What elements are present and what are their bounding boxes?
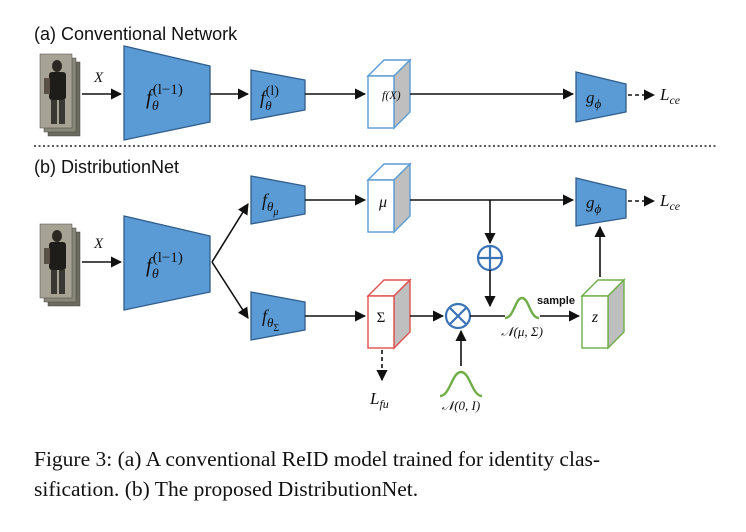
- multiply-operator: [444, 302, 472, 330]
- feature-label-a: f(X): [382, 88, 401, 102]
- sample-label: sample: [537, 295, 575, 307]
- layer-block-a: [250, 69, 306, 121]
- input-label-a: X: [93, 70, 104, 86]
- noise-dist-label: 𝒩(0, I): [442, 398, 480, 413]
- panel-b-title: (b) DistributionNet: [34, 157, 179, 177]
- mu-cube: [366, 162, 412, 234]
- sampled-dist-label: 𝒩(μ, Σ): [501, 324, 543, 339]
- sigma-head-block: [250, 291, 306, 341]
- backbone-label-a: fθ(l−1): [146, 82, 183, 114]
- input-image-stack-a: [39, 53, 81, 137]
- person-figure: [44, 60, 66, 124]
- add-operator: [476, 244, 504, 272]
- loss-ce-a: Lce: [659, 85, 681, 107]
- sigma-label: Σ: [377, 310, 386, 326]
- arrow-branch-to-sigma: [211, 261, 249, 319]
- arrow-branch-to-mu: [211, 203, 249, 263]
- sigma-head-label: fθΣ: [262, 306, 279, 334]
- classifier-label-a: gϕ: [586, 88, 602, 111]
- mu-label: μ: [378, 194, 387, 211]
- backbone-label-b: fθ(l−1): [146, 250, 183, 282]
- person-figure: [44, 230, 66, 294]
- caption-line-2: sification. (b) The proposed Distributio…: [34, 477, 419, 501]
- input-image-stack-b: [39, 223, 81, 307]
- classifier-label-b: gϕ: [586, 193, 602, 216]
- layer-label-a: fθ(l): [260, 84, 279, 113]
- input-label-b: X: [93, 236, 104, 252]
- caption-line-1: Figure 3: (a) A conventional ReID model …: [34, 447, 601, 471]
- classifier-block-b: [575, 177, 627, 227]
- backbone-block-b: [123, 215, 211, 311]
- figure-caption: Figure 3: (a) A conventional ReID model …: [34, 444, 724, 504]
- backbone-block-a: [123, 45, 211, 141]
- feature-cube-a: [366, 58, 412, 130]
- fu-loss-label: Lfu: [369, 389, 389, 411]
- noise-gaussian-curve: [439, 370, 483, 398]
- z-label: z: [591, 309, 599, 326]
- z-cube: [580, 278, 626, 350]
- panel-a-title: (a) Conventional Network: [34, 24, 238, 44]
- loss-ce-b: Lce: [659, 191, 681, 213]
- sigma-cube: [366, 278, 412, 350]
- classifier-block-a: [575, 71, 627, 123]
- sampled-gaussian-curve: [504, 296, 540, 320]
- mu-head-block: [250, 175, 306, 225]
- mu-head-label: fθμ: [262, 190, 278, 218]
